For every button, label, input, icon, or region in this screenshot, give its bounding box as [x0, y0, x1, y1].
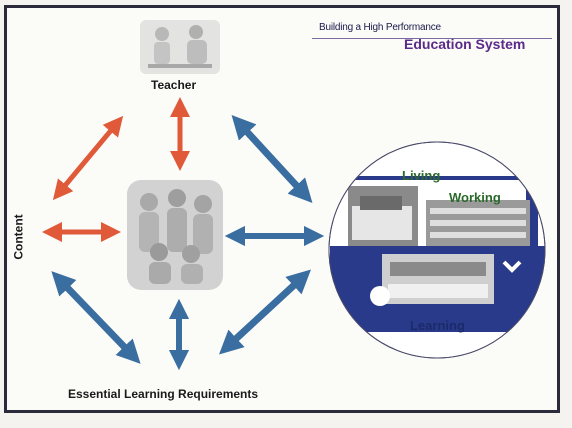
header-subtitle: Building a High Performance — [319, 22, 441, 33]
teacher-illustration — [140, 20, 220, 74]
arrow-teacher-contexts — [231, 114, 313, 204]
students-photo — [127, 180, 223, 290]
arrow-content-elr — [51, 271, 141, 364]
node-teacher: Teacher — [151, 78, 197, 92]
contexts-panel — [330, 172, 545, 332]
arrow-elr-contexts — [219, 269, 311, 355]
node-essential-learning-requirements: Essential Learning Requirements — [68, 387, 259, 401]
header-title: Education System — [404, 36, 526, 52]
context-working: Working — [449, 190, 501, 205]
context-living: Living — [402, 168, 441, 183]
header-divider — [312, 38, 552, 39]
arrow-teacher-content — [52, 115, 124, 201]
checkmark-icon — [502, 260, 522, 273]
context-learning: Learning — [410, 318, 465, 333]
node-content: Content — [11, 214, 26, 260]
students-group-icon — [139, 189, 213, 284]
teacher-sketch-icon — [148, 25, 212, 68]
